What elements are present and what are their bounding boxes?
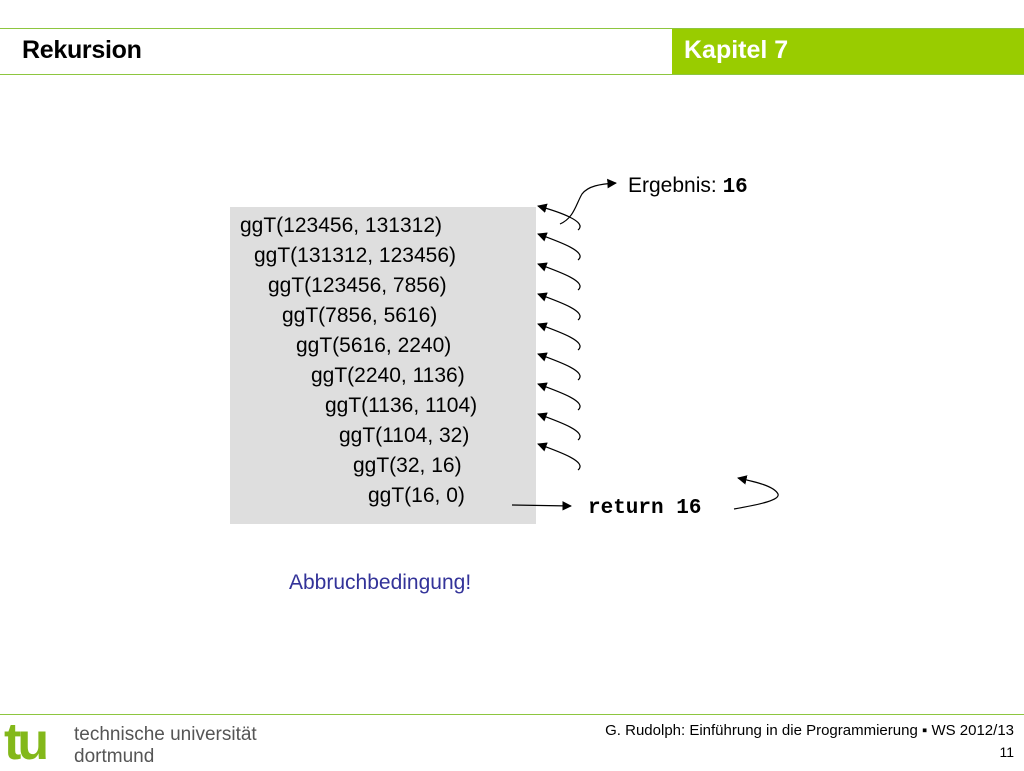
result-label: Ergebnis: [628, 174, 717, 197]
header-line-top [0, 28, 1024, 29]
return-arrow-5 [537, 322, 581, 351]
university-line-1: technische universität [74, 724, 257, 745]
result-value: 16 [722, 176, 748, 199]
return-arrow-6 [537, 292, 581, 321]
call-9: ggT(32, 16) [353, 454, 462, 477]
university-line-2: dortmund [74, 746, 155, 767]
slide-title: Rekursion [22, 36, 142, 64]
course-info: G. Rudolph: Einführung in die Programmie… [605, 722, 1014, 739]
call-arrow [511, 501, 572, 511]
chapter-badge: Kapitel 7 [672, 29, 1024, 74]
university-name: technische universität dortmund [74, 724, 257, 768]
call-2: ggT(131312, 123456) [254, 244, 456, 267]
result-label-group: Ergebnis: 16 [628, 174, 748, 199]
call-8: ggT(1104, 32) [339, 424, 470, 447]
termination-label: Abbruchbedingung! [289, 571, 472, 594]
call-5: ggT(5616, 2240) [296, 334, 452, 357]
return-arrow-4 [537, 352, 581, 381]
tu-logo-icon: tu [4, 713, 49, 771]
call-10: ggT(16, 0) [368, 484, 465, 507]
call-1: ggT(123456, 131312) [240, 214, 442, 237]
call-6: ggT(2240, 1136) [311, 364, 465, 387]
return-loop-arrow [733, 475, 779, 510]
return-arrow-1 [537, 442, 581, 471]
return-arrow-7 [537, 262, 581, 291]
call-4: ggT(7856, 5616) [282, 304, 438, 327]
header-line-bottom [0, 74, 1024, 75]
recursion-calls-box [230, 207, 536, 524]
return-arrow-8 [537, 232, 581, 261]
return-statement: return 16 [588, 497, 702, 520]
footer-line [0, 714, 1024, 715]
result-arrow [559, 178, 617, 225]
call-3: ggT(123456, 7856) [268, 274, 447, 297]
page-number: 11 [999, 744, 1014, 760]
call-7: ggT(1136, 1104) [325, 394, 478, 417]
return-arrow-3 [537, 382, 581, 411]
return-arrow-2 [537, 412, 581, 441]
